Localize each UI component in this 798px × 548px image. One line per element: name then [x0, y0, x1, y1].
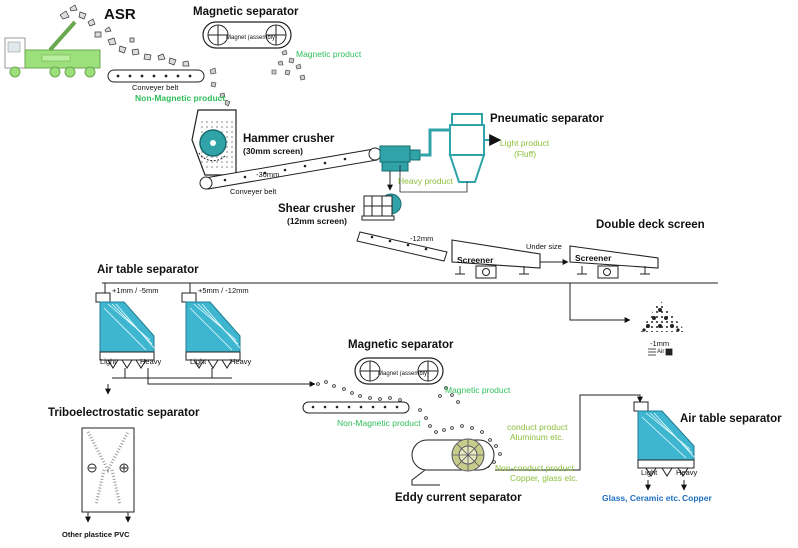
fluff-label: (Fluff): [514, 149, 537, 159]
copper-glass-label: Copper, glass etc.: [510, 473, 579, 483]
air-legend-icon: [648, 348, 673, 356]
conveyer-belt-2-label: Conveyer belt: [230, 187, 277, 196]
magnetic-product-2-label: Magnetic product: [445, 385, 511, 395]
light-2-label: Light: [190, 357, 207, 366]
air-table-separator-2-label: Air table separator: [680, 413, 782, 425]
minus-1mm-label: -1mm: [650, 339, 670, 348]
air-table-1: [95, 292, 155, 369]
shear-crusher: [361, 193, 402, 221]
asr-debris-icon: [59, 4, 190, 67]
conveyor-belt-3: [356, 231, 448, 262]
under-size-label: Under size: [526, 242, 562, 251]
double-deck-screen-label: Double deck screen: [596, 219, 705, 231]
triboelectrostatic-separator-label: Triboelectrostatic separator: [48, 407, 200, 419]
magnet-assembly-2-label: Magnet (assembly): [378, 371, 430, 377]
air-label: Air: [657, 349, 665, 355]
non-conduct-product-label: Non-conduct product: [495, 463, 574, 473]
fines-pile-icon: [640, 300, 686, 332]
shear-screen-label: (12mm screen): [287, 216, 348, 226]
pneumatic-separator: [399, 113, 502, 193]
magnetic-product-1-label: Magnetic product: [296, 49, 362, 59]
heavy-3-label: Heavy: [676, 468, 698, 477]
magnetic-separator-2: [354, 357, 444, 385]
screener-1: [451, 239, 541, 279]
heavy-product-label: Heavy product: [398, 176, 453, 186]
heavy-1-label: Heavy: [140, 357, 162, 366]
asr-title: ASR: [104, 6, 136, 23]
air-table-3: [633, 401, 695, 491]
eddy-current-separator-label: Eddy current separator: [395, 492, 522, 504]
pneumatic-separator-label: Pneumatic separator: [490, 113, 604, 125]
glass-ceramic-label: Glass, Ceramic etc.: [602, 493, 681, 503]
conveyer-belt-1-label: Conveyer belt: [132, 83, 179, 92]
light-3-label: Light: [641, 468, 658, 477]
air-table-separator-1-label: Air table separator: [97, 264, 199, 276]
screener-2-label: Screener: [575, 253, 612, 263]
size-12-label: -12mm: [410, 234, 434, 243]
light-1-label: Light: [100, 357, 117, 366]
non-magnetic-2-label: Non-Magnetic product: [337, 418, 421, 428]
magnetic-separator-2-label: Magnetic separator: [348, 339, 454, 351]
fraction-1-label: +1mm / -5mm: [112, 286, 159, 295]
size-30-label: -30mm: [256, 170, 280, 179]
other-plastics-label: Other plastice PVC: [62, 530, 130, 539]
hammer-crusher: [191, 109, 237, 176]
flow-lines: [102, 282, 718, 471]
air-table-2: [181, 292, 241, 369]
conveyor-belt-1: [107, 69, 205, 83]
light-product-label: Light product: [500, 138, 550, 148]
magnetic-separator-1-label: Magnetic separator: [193, 6, 299, 18]
conduct-product-label: conduct product: [507, 422, 568, 432]
hammer-screen-label: (30mm screen): [243, 146, 304, 156]
hammer-crusher-label: Hammer crusher: [243, 133, 335, 145]
magnetic-separator-1: [202, 21, 292, 49]
screener-1-label: Screener: [457, 255, 494, 265]
conveyor-belt-4: [302, 401, 410, 414]
particle-stream: [316, 380, 502, 468]
copper-label: Copper: [682, 493, 712, 503]
magnet-assembly-1-label: Magnet (assembly): [226, 35, 278, 41]
fraction-2-label: +5mm / -12mm: [198, 286, 249, 295]
screener-2: [569, 245, 659, 279]
heavy-2-label: Heavy: [230, 357, 252, 366]
eddy-current-separator: [411, 438, 495, 486]
shear-crusher-label: Shear crusher: [278, 203, 356, 215]
non-magnetic-1-label: Non-Magnetic product: [135, 93, 226, 103]
aluminum-label: Aluminum etc.: [510, 432, 564, 442]
magnetic-product-debris: [209, 49, 306, 107]
truck-icon: [4, 20, 101, 78]
triboelectrostatic-separator: [81, 427, 135, 523]
